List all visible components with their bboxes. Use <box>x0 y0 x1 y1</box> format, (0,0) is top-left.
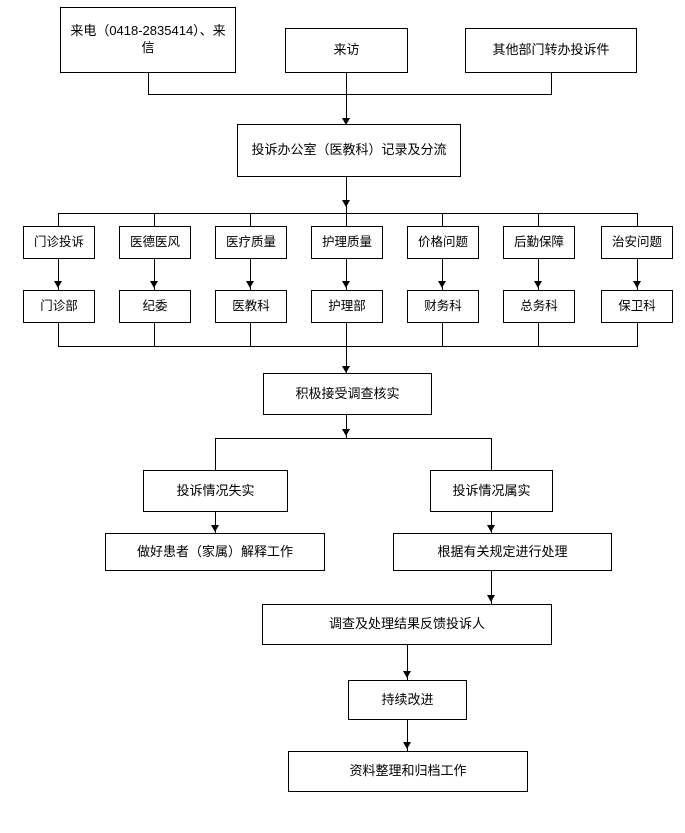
node-category-6[interactable]: 后勤保障 <box>503 226 575 259</box>
node-category-2[interactable]: 医德医风 <box>119 226 191 259</box>
arrow-office-down <box>342 200 350 207</box>
node-category-3[interactable]: 医疗质量 <box>215 226 287 259</box>
arrow-to-office <box>342 118 350 125</box>
arrow-feedback-to-improve <box>403 671 411 678</box>
connector-cat7-dept7 <box>637 259 638 290</box>
arrow-improve-to-archive <box>403 742 411 749</box>
connector-drop-cat-6 <box>538 213 539 226</box>
arrow-cat2-dept2 <box>150 281 158 288</box>
connector-branch-left-drop <box>215 438 216 470</box>
connector-drop-cat-7 <box>637 213 638 226</box>
connector-intake-merge-bus <box>148 94 552 95</box>
node-department-5[interactable]: 财务科 <box>407 290 479 323</box>
connector-cat5-dept5 <box>442 259 443 290</box>
arrow-cat1-dept1 <box>54 281 62 288</box>
arrow-true-to-handle <box>487 525 495 532</box>
arrow-false-to-explain <box>211 525 219 532</box>
arrow-cat3-dept3 <box>246 281 254 288</box>
connector-branch-split-bus <box>215 438 492 439</box>
connector-intake-transfer-stub <box>551 73 552 94</box>
connector-drop-cat-5 <box>442 213 443 226</box>
connector-dept1-down <box>58 323 59 346</box>
arrow-cat5-dept5 <box>438 281 446 288</box>
connector-branch-right-drop <box>491 438 492 470</box>
connector-dept4-down <box>346 323 347 346</box>
node-improve[interactable]: 持续改进 <box>348 680 467 720</box>
connector-dept3-down <box>250 323 251 346</box>
node-explain-work[interactable]: 做好患者（家属）解释工作 <box>105 533 325 571</box>
node-department-4[interactable]: 护理部 <box>311 290 383 323</box>
connector-feedback-to-improve <box>407 645 408 680</box>
connector-cat2-dept2 <box>154 259 155 290</box>
node-intake-transfer[interactable]: 其他部门转办投诉件 <box>465 28 637 73</box>
connector-to-investigate <box>346 346 347 373</box>
node-handle-rules[interactable]: 根据有关规定进行处理 <box>393 533 612 571</box>
arrow-to-investigate <box>342 366 350 373</box>
connector-dept2-down <box>154 323 155 346</box>
connector-cat6-dept6 <box>538 259 539 290</box>
node-branch-true[interactable]: 投诉情况属实 <box>430 470 553 512</box>
node-department-2[interactable]: 纪委 <box>119 290 191 323</box>
arrow-cat7-dept7 <box>633 281 641 288</box>
connector-true-to-handle <box>491 512 492 533</box>
connector-drop-cat-4 <box>346 213 347 226</box>
node-investigate[interactable]: 积极接受调查核实 <box>263 373 432 415</box>
node-branch-false[interactable]: 投诉情况失实 <box>143 470 288 512</box>
connector-to-office <box>346 94 347 122</box>
arrow-investigate-down <box>342 429 350 436</box>
connector-cat1-dept1 <box>58 259 59 290</box>
node-archive[interactable]: 资料整理和归档工作 <box>288 751 528 792</box>
node-office-record[interactable]: 投诉办公室（医教科）记录及分流 <box>237 124 461 177</box>
connector-improve-to-archive <box>407 720 408 751</box>
node-department-6[interactable]: 总务科 <box>503 290 575 323</box>
connector-dept6-down <box>538 323 539 346</box>
connector-department-merge-bus <box>58 346 638 347</box>
node-department-7[interactable]: 保卫科 <box>601 290 673 323</box>
node-category-5[interactable]: 价格问题 <box>407 226 479 259</box>
connector-drop-cat-2 <box>154 213 155 226</box>
connector-intake-call-stub <box>148 73 149 94</box>
arrow-cat4-dept4 <box>342 281 350 288</box>
node-intake-visit[interactable]: 来访 <box>285 28 408 73</box>
connector-office-down <box>346 177 347 213</box>
node-category-7[interactable]: 治安问题 <box>601 226 673 259</box>
connector-dept5-down <box>442 323 443 346</box>
node-department-3[interactable]: 医教科 <box>215 290 287 323</box>
connector-handle-to-feedback <box>491 571 492 604</box>
node-department-1[interactable]: 门诊部 <box>23 290 95 323</box>
connector-drop-cat-1 <box>58 213 59 226</box>
connector-cat3-dept3 <box>250 259 251 290</box>
node-feedback[interactable]: 调查及处理结果反馈投诉人 <box>262 604 552 645</box>
connector-drop-cat-3 <box>250 213 251 226</box>
connector-false-to-explain <box>215 512 216 533</box>
connector-intake-visit-stub <box>346 73 347 94</box>
node-category-1[interactable]: 门诊投诉 <box>23 226 95 259</box>
connector-distribution-bus <box>58 213 638 214</box>
connector-cat4-dept4 <box>346 259 347 290</box>
node-intake-call[interactable]: 来电（0418-2835414）、来信 <box>60 7 236 73</box>
arrow-handle-to-feedback <box>487 595 495 602</box>
connector-investigate-down <box>346 415 347 438</box>
connector-dept7-down <box>637 323 638 346</box>
node-category-4[interactable]: 护理质量 <box>311 226 383 259</box>
arrow-cat6-dept6 <box>534 281 542 288</box>
